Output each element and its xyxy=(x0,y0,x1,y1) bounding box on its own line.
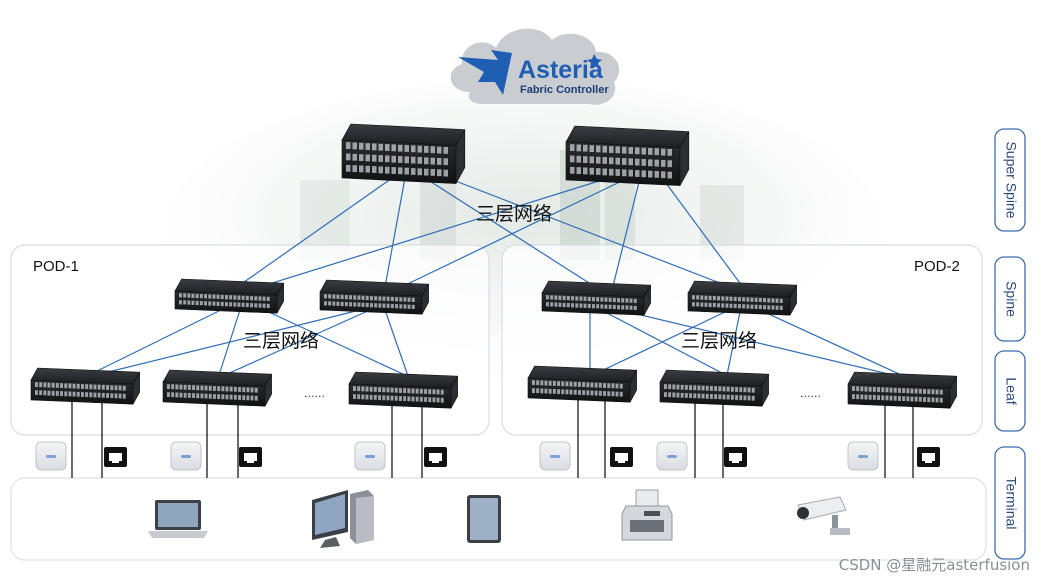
asteria-star-icon xyxy=(458,50,512,95)
svg-text:Spine: Spine xyxy=(1003,281,1019,317)
edge-devices-layer xyxy=(35,441,940,471)
wifi-ap-icon xyxy=(354,441,386,471)
svg-text:Super Spine: Super Spine xyxy=(1003,141,1019,218)
wifi-ap-icon xyxy=(656,441,688,471)
leaf-switch-pod1-2 xyxy=(162,369,273,407)
printer-icon xyxy=(621,489,673,541)
spine-switch-pod2-a xyxy=(541,280,652,316)
security-camera-icon xyxy=(797,496,850,535)
desktop-computer-icon xyxy=(312,490,374,548)
pod-1-network-label: 三层网络 xyxy=(243,330,319,352)
pod-2-more-leaf-ellipsis: ...... xyxy=(800,387,821,400)
wifi-ap-icon xyxy=(170,441,202,471)
tier-label-leaf: Leaf xyxy=(994,350,1026,432)
tier-label-super-spine: Super Spine xyxy=(994,128,1026,232)
ethernet-port-icon xyxy=(610,447,633,467)
leaf-switch-pod2-3 xyxy=(847,371,958,409)
pod-2-label: POD-2 xyxy=(914,258,960,275)
ethernet-port-icon xyxy=(239,447,262,467)
super-spine-switch-2 xyxy=(565,125,690,186)
switches-layer xyxy=(30,123,958,409)
spine-switch-pod2-b xyxy=(687,280,798,316)
spine-switch-pod1-b xyxy=(319,279,430,315)
leaf-switch-pod1-1 xyxy=(30,367,141,405)
leaf-switch-pod2-2 xyxy=(659,369,770,407)
tablet-icon xyxy=(467,495,501,543)
leaf-switch-pod2-1 xyxy=(527,365,638,403)
pod-1-label: POD-1 xyxy=(33,258,79,275)
wifi-ap-icon xyxy=(35,441,67,471)
pod-2-network-label: 三层网络 xyxy=(681,330,757,352)
leaf-drop-lines xyxy=(71,395,914,478)
ethernet-port-icon xyxy=(724,447,747,467)
asteria-brand-subtitle: Fabric Controller xyxy=(520,84,609,96)
tier-label-spine: Spine xyxy=(994,256,1026,342)
pod-1-more-leaf-ellipsis: ...... xyxy=(304,387,325,400)
wifi-ap-icon xyxy=(539,441,571,471)
svg-text:Terminal: Terminal xyxy=(1003,477,1019,530)
watermark: CSDN @星融元asterfusion xyxy=(839,556,1030,574)
ethernet-port-icon xyxy=(104,447,127,467)
asteria-logo-cloud: Asteria Fabric Controller xyxy=(450,28,620,105)
super-spine-network-label: 三层网络 xyxy=(476,203,552,225)
laptop-icon xyxy=(148,500,208,538)
network-links xyxy=(94,174,911,380)
wifi-ap-icon xyxy=(847,441,879,471)
svg-text:Leaf: Leaf xyxy=(1003,377,1019,404)
spine-switch-pod1-a xyxy=(174,278,285,314)
ethernet-port-icon xyxy=(424,447,447,467)
leaf-switch-pod1-3 xyxy=(348,371,459,409)
super-spine-switch-1 xyxy=(341,123,466,184)
ethernet-port-icon xyxy=(917,447,940,467)
tier-label-terminal: Terminal xyxy=(994,446,1026,560)
